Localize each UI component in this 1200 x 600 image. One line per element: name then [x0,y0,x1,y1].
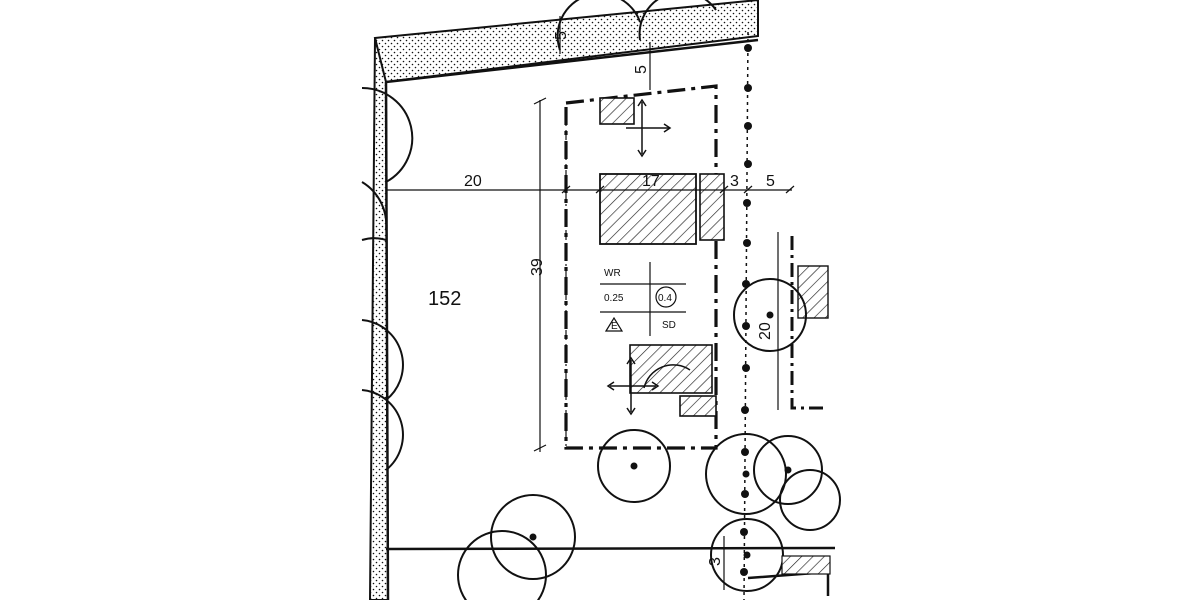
left-tree-canopies [361,86,414,471]
left-stippled-strip [368,37,390,600]
right-dotted-boundary [740,31,752,600]
dim-lower-depth: 20 [757,322,774,340]
tree-trunk-markers [529,311,792,559]
dim-side-margin: 3 [730,173,739,190]
neighbour-building [790,236,829,410]
dim-bottom-offset: 3 [707,557,724,566]
zoning-storeys: E [611,321,618,332]
plot-number: 152 [428,288,461,310]
top-stippled-strip [373,0,759,84]
building-footprint-annex [679,395,717,417]
building-footprint-side [699,173,725,241]
zoning-table-lines [600,262,686,336]
top-trees [556,0,717,51]
access-arrow-top [626,98,672,158]
dim-front-setback: 5 [553,31,570,40]
dim-right-margin: 5 [766,173,775,190]
zoning-land-use: WR [604,268,621,279]
bottom-trees [457,278,841,600]
plot-boundary-bottom [385,546,836,551]
plot-boundary-left [384,81,390,600]
dim-depth: 39 [529,258,546,276]
dim-left-distance: 20 [464,173,482,190]
zoning-gfz: 0.4 [658,293,672,304]
access-arrow-bottom [606,356,691,416]
plot-boundary-top [385,38,759,84]
dim-top-offset: 5 [633,65,650,74]
zoning-grz: 0.25 [604,293,624,304]
zoning-roof-type: SD [662,320,676,331]
dim-building-width: 17 [642,173,660,190]
building-footprint-main [599,173,697,245]
bottom-right-boundary [747,555,831,596]
building-footprint-top [599,97,635,125]
building-footprint-lower [629,344,713,394]
dimension-lines [386,16,795,590]
